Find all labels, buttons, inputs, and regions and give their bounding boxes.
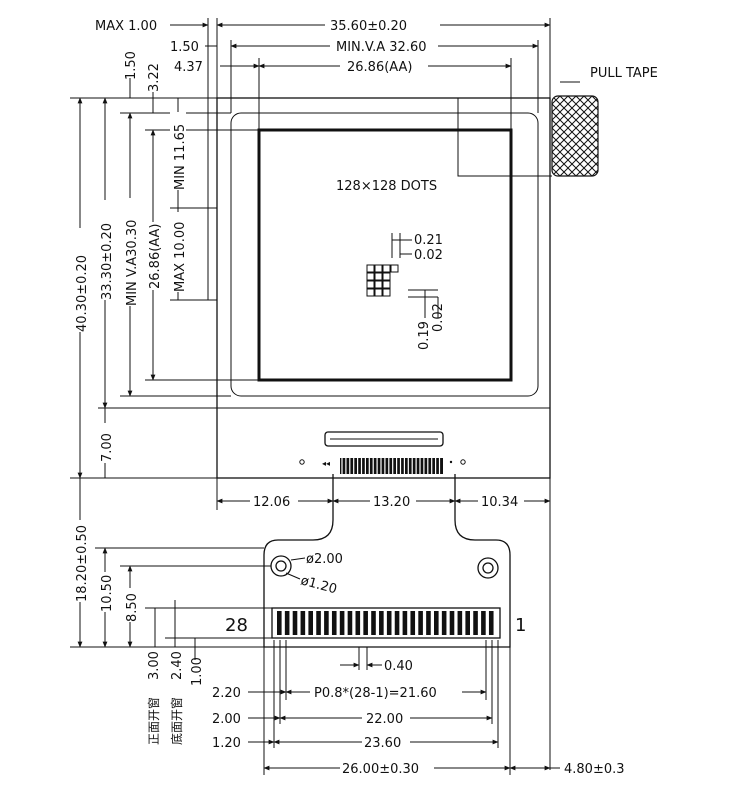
fpc-pin (426, 611, 431, 635)
fpc-right-offset-label: 10.34 (481, 495, 518, 510)
row-1-20-label: 1.20 (212, 736, 241, 751)
pixel-dot (374, 288, 383, 297)
max-thickness-label: MAX 1.00 (95, 19, 157, 34)
first-pin-label: 28 (225, 615, 248, 636)
left-dimensions: 40.30±0.20 33.30±0.20 MIN V.A30.30 26.86… (70, 51, 259, 479)
fpc-pin (410, 611, 416, 635)
pull-tape: PULL TAPE (457, 66, 658, 177)
fpc-pin (473, 611, 478, 635)
overall-width-label: 35.60±0.20 (330, 19, 407, 34)
pixel-dot (382, 272, 391, 281)
top-dimensions: MAX 1.00 35.60±0.20 1.50 MIN.V.A 32.60 4… (95, 18, 551, 208)
fpc-pin (457, 611, 463, 635)
pad-height-2-label: 8.50 (125, 593, 140, 622)
top-offset-1-label: 1.50 (124, 51, 139, 80)
last-pin-label: 1 (515, 615, 526, 636)
pixel-dot (374, 272, 383, 281)
min-va-width-label: MIN.V.A 32.60 (336, 40, 427, 55)
dot-vgap-label: 0.02 (431, 303, 446, 332)
pixel-dot (366, 272, 375, 281)
min-va-height-label: MIN V.A30.30 (125, 220, 140, 306)
lead-offset-label: 1.00 (190, 657, 205, 686)
back-window-label: 底面开窗 (169, 697, 184, 745)
top-offset-2-label: 3.22 (147, 63, 162, 92)
fpc-pin (355, 611, 361, 635)
overall-height-label: 40.30±0.20 (75, 255, 90, 332)
fpc-pin (394, 611, 400, 635)
fpc-pin (347, 611, 353, 635)
connector-area: ◂◂ (299, 431, 466, 474)
aa-width-label: 26.86(AA) (347, 60, 413, 75)
front-window-value: 3.00 (147, 651, 162, 680)
back-window-value: 2.40 (170, 651, 185, 680)
module-outline (207, 97, 551, 479)
pull-tape-label: PULL TAPE (590, 66, 658, 81)
pixel-dot (374, 264, 383, 273)
offset-aa-label: 4.37 (174, 60, 203, 75)
display-resolution-text: 128×128 DOTS (336, 179, 437, 194)
pixel-dot (366, 264, 375, 273)
dot-gap-label: 0.02 (414, 248, 443, 263)
fpc-pin (277, 611, 282, 635)
fpc-pin (418, 611, 423, 635)
fpc-pin (331, 611, 337, 635)
pixel-dot (382, 280, 391, 289)
row-2-00-label: 2.00 (212, 712, 241, 727)
fpc-pin (316, 611, 321, 635)
fpc-pin (386, 611, 392, 635)
hole-inner-diameter-label: ø1.20 (299, 573, 339, 597)
fpc-pin (292, 611, 298, 635)
pad-height-1-label: 10.50 (100, 575, 115, 612)
fpc-width-label: 13.20 (373, 495, 410, 510)
hole-diameter-label: ø2.00 (306, 552, 343, 567)
fpc-pin (465, 611, 470, 635)
dot-width-label: 0.21 (414, 233, 443, 248)
fpc-left-offset-label: 12.06 (253, 495, 290, 510)
pitch-label: P0.8*(28-1)=21.60 (314, 686, 437, 701)
span-23-label: 23.60 (364, 736, 401, 751)
fpc-pin (402, 611, 408, 635)
pixel-dot (366, 288, 375, 297)
fpc-pin (363, 611, 368, 635)
pixel-detail: 0.21 0.02 0.19 0.02 (366, 233, 446, 350)
fpc-pin (300, 611, 306, 635)
fpc-bottom-dimensions: 0.40 2.20 P0.8*(28-1)=21.60 2.00 22.00 1… (212, 640, 625, 777)
aa-height-label: 26.86(AA) (148, 223, 163, 289)
window-height-label: 33.30±0.20 (100, 223, 115, 300)
pixel-dot (390, 264, 399, 273)
fpc-total-height-label: 18.20±0.50 (75, 525, 90, 602)
fpc-pin (284, 611, 290, 635)
fpc-pin (308, 611, 313, 635)
offset-min-va-label: 1.50 (170, 40, 199, 55)
tail-offset-label: 4.80±0.3 (564, 762, 625, 777)
fpc-width-total-label: 26.00±0.30 (342, 762, 419, 777)
span-22-label: 22.00 (366, 712, 403, 727)
fpc-pin (371, 611, 376, 635)
fpc-pin (379, 611, 384, 635)
fpc-pin (488, 611, 494, 635)
min-offset-label: MIN 11.65 (173, 124, 188, 190)
fpc-pin (434, 611, 439, 635)
fpc-pin (441, 611, 447, 635)
ledge-height-label: 7.00 (100, 433, 115, 462)
fpc-pin (339, 611, 345, 635)
fpc-position-dimensions: 12.06 13.20 10.34 (216, 478, 551, 770)
fpc-height-dimensions: 18.20±0.50 10.50 8.50 正面开窗 3.00 底面开窗 2.4… (70, 478, 272, 745)
pixel-dot (382, 264, 391, 273)
svg-text:◂◂: ◂◂ (322, 459, 330, 468)
pixel-dot (366, 280, 375, 289)
max-offset-label: MAX 10.00 (173, 222, 188, 292)
fpc-pin (324, 611, 329, 635)
pin-width-label: 0.40 (384, 659, 413, 674)
row-2-20-label: 2.20 (212, 686, 241, 701)
pixel-dot (382, 288, 391, 297)
pixel-dot (374, 280, 383, 289)
fpc-pin (449, 611, 455, 635)
fpc-pin (481, 611, 486, 635)
front-window-label: 正面开窗 (147, 697, 161, 745)
dot-height-label: 0.19 (417, 321, 432, 350)
